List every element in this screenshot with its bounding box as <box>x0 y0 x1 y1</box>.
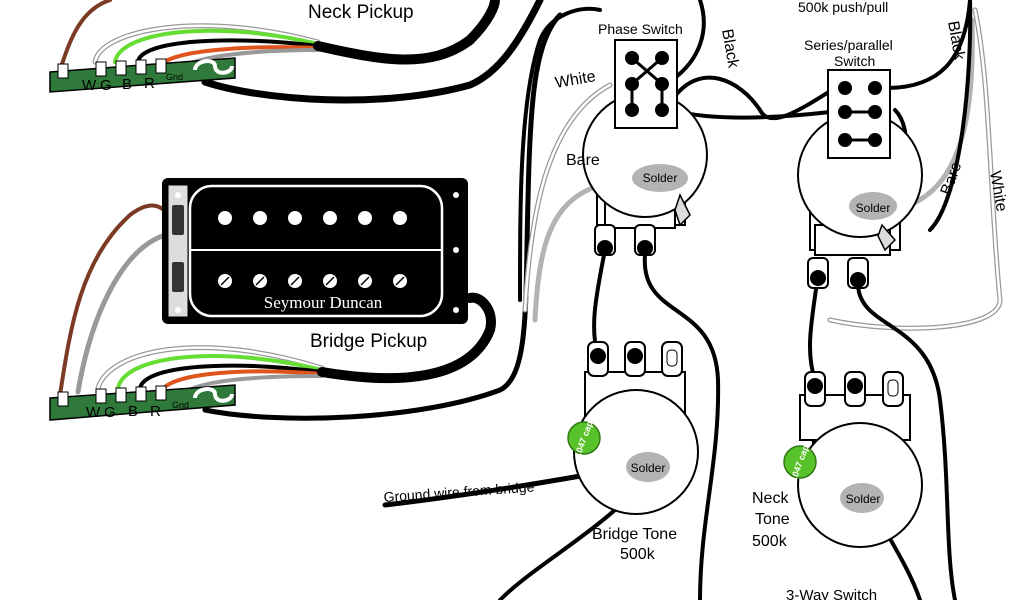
vol2-to-tone2 <box>807 273 820 382</box>
white-label-1: White <box>554 68 597 92</box>
neck-lead-black <box>136 38 320 64</box>
bridge-letter-gnd: Gnd <box>172 400 189 410</box>
neck-tone-label-3: 500k <box>752 533 788 550</box>
vol2-to-switch <box>856 283 957 600</box>
ground-wire-label: Ground wire from bridge <box>383 478 535 505</box>
phase-pot-solder: Solder <box>643 171 678 185</box>
neck-terminal-0 <box>57 63 69 79</box>
black-right <box>928 0 973 232</box>
series-pot-solder-blob <box>849 192 897 220</box>
bridge-letter-g: G <box>104 404 116 421</box>
bare-label-2: Bare <box>938 160 966 198</box>
labels: Neck Pickup Bridge Pickup 500k push/pull… <box>308 0 1010 600</box>
pot-lugs <box>587 224 904 407</box>
black-wire-top <box>518 6 602 302</box>
bridge-terminal-board: W G B R Gnd <box>49 384 236 421</box>
bridge-lead-gray <box>75 232 168 395</box>
black-label-1: Black <box>718 28 742 70</box>
bridge-lead-white <box>96 346 324 390</box>
series-pot-solder: Solder <box>856 201 891 215</box>
neck-lead-white-in <box>93 24 320 64</box>
bridge-lead-black <box>138 363 324 390</box>
neck-terminal-board: W G B R Gnd <box>49 57 236 94</box>
white-right <box>828 8 1002 330</box>
pole-piece-top <box>393 211 407 225</box>
pole-piece-top <box>218 211 232 225</box>
bridge-humbucker <box>162 178 468 324</box>
vol1-to-switch <box>642 253 721 600</box>
bridge-cable <box>317 292 496 384</box>
bridge-letter-r: R <box>150 403 161 420</box>
bridge-cable-lower <box>202 12 563 421</box>
neck-pickup-label: Neck Pickup <box>308 2 414 23</box>
neck-tone-label-2: Tone <box>755 511 790 528</box>
series-parallel-label-2: Switch <box>834 53 875 69</box>
neck-lead-green <box>113 28 320 64</box>
neck-tone-label-1: Neck <box>752 490 789 507</box>
neck-cable <box>313 0 500 65</box>
bridge-pickup-label: Bridge Pickup <box>310 331 427 352</box>
series-black-up <box>878 0 972 91</box>
pole-pieces-top <box>218 211 407 225</box>
pole-piece-top <box>288 211 302 225</box>
pole-screw-bottom <box>393 274 407 288</box>
bridge-tone-label-2: 500k <box>620 546 656 563</box>
black-label-2: Black <box>944 20 968 62</box>
bridge-terminal-1 <box>95 388 107 404</box>
bridge-lead-red <box>160 369 324 392</box>
bridge-tone-label-1: Bridge Tone <box>592 526 677 543</box>
series-parallel-label-1: Series/parallel <box>804 37 893 53</box>
bridge-letter-b: B <box>128 403 138 420</box>
pole-pieces-bottom <box>218 274 407 288</box>
bridge-lead-green <box>116 354 324 390</box>
neck-letter-b: B <box>122 76 132 93</box>
neck-terminal-3 <box>135 59 147 75</box>
pole-screw-bottom <box>288 274 302 288</box>
pole-screw-bottom <box>323 274 337 288</box>
bare-label-1: Bare <box>566 152 600 169</box>
pushpull-label: 500k push/pull <box>798 0 888 15</box>
neck-terminal-1 <box>95 61 107 77</box>
pole-piece-top <box>358 211 372 225</box>
cap-neck: .047 cap <box>783 443 817 480</box>
neck-letter-gnd: Gnd <box>166 72 183 82</box>
bridge-tone-solder-blob <box>626 452 670 482</box>
pole-piece-top <box>253 211 267 225</box>
bridge-terminal-0 <box>57 391 69 407</box>
vol1-to-tone1 <box>592 248 607 357</box>
phase-switch <box>614 39 678 129</box>
pole-screw-bottom <box>218 274 232 288</box>
neck-lead-brown <box>58 0 112 72</box>
bridge-terminal-4 <box>155 385 167 401</box>
phase-switch-label: Phase Switch <box>598 21 683 37</box>
pole-screw-bottom <box>358 274 372 288</box>
bridge-terminal-3 <box>135 386 147 402</box>
neck-letter-g: G <box>100 77 112 94</box>
neck-tone-pot: Solder <box>797 394 923 548</box>
bridge-lead-brown <box>58 203 172 397</box>
pole-piece-top <box>323 211 337 225</box>
pickup-brand: Seymour Duncan <box>264 293 383 312</box>
neck-terminal-2 <box>115 60 127 76</box>
three-way-switch-label: 3-Way Switch <box>786 587 877 600</box>
phase-pot-solder-blob <box>632 164 688 192</box>
neck-terminal-4 <box>155 58 167 74</box>
neck-tone-solder-blob <box>840 483 884 513</box>
bridge-tone-solder: Solder <box>631 461 666 475</box>
series-parallel-switch <box>827 69 891 159</box>
phase-to-series-2 <box>670 75 837 121</box>
black-wire-phase <box>670 0 706 82</box>
neck-tone-solder: Solder <box>846 492 881 506</box>
white-wire-phase <box>523 83 612 312</box>
neck-cable-lower <box>201 0 544 104</box>
bridge-letter-w: W <box>86 404 101 421</box>
cap-bridge: .047 cap <box>567 419 601 456</box>
neck-letter-w: W <box>82 77 97 94</box>
pole-screw-bottom <box>253 274 267 288</box>
neck-letter-r: R <box>144 75 155 92</box>
bridge-terminal-2 <box>115 387 127 403</box>
white-label-2: White <box>986 170 1010 213</box>
